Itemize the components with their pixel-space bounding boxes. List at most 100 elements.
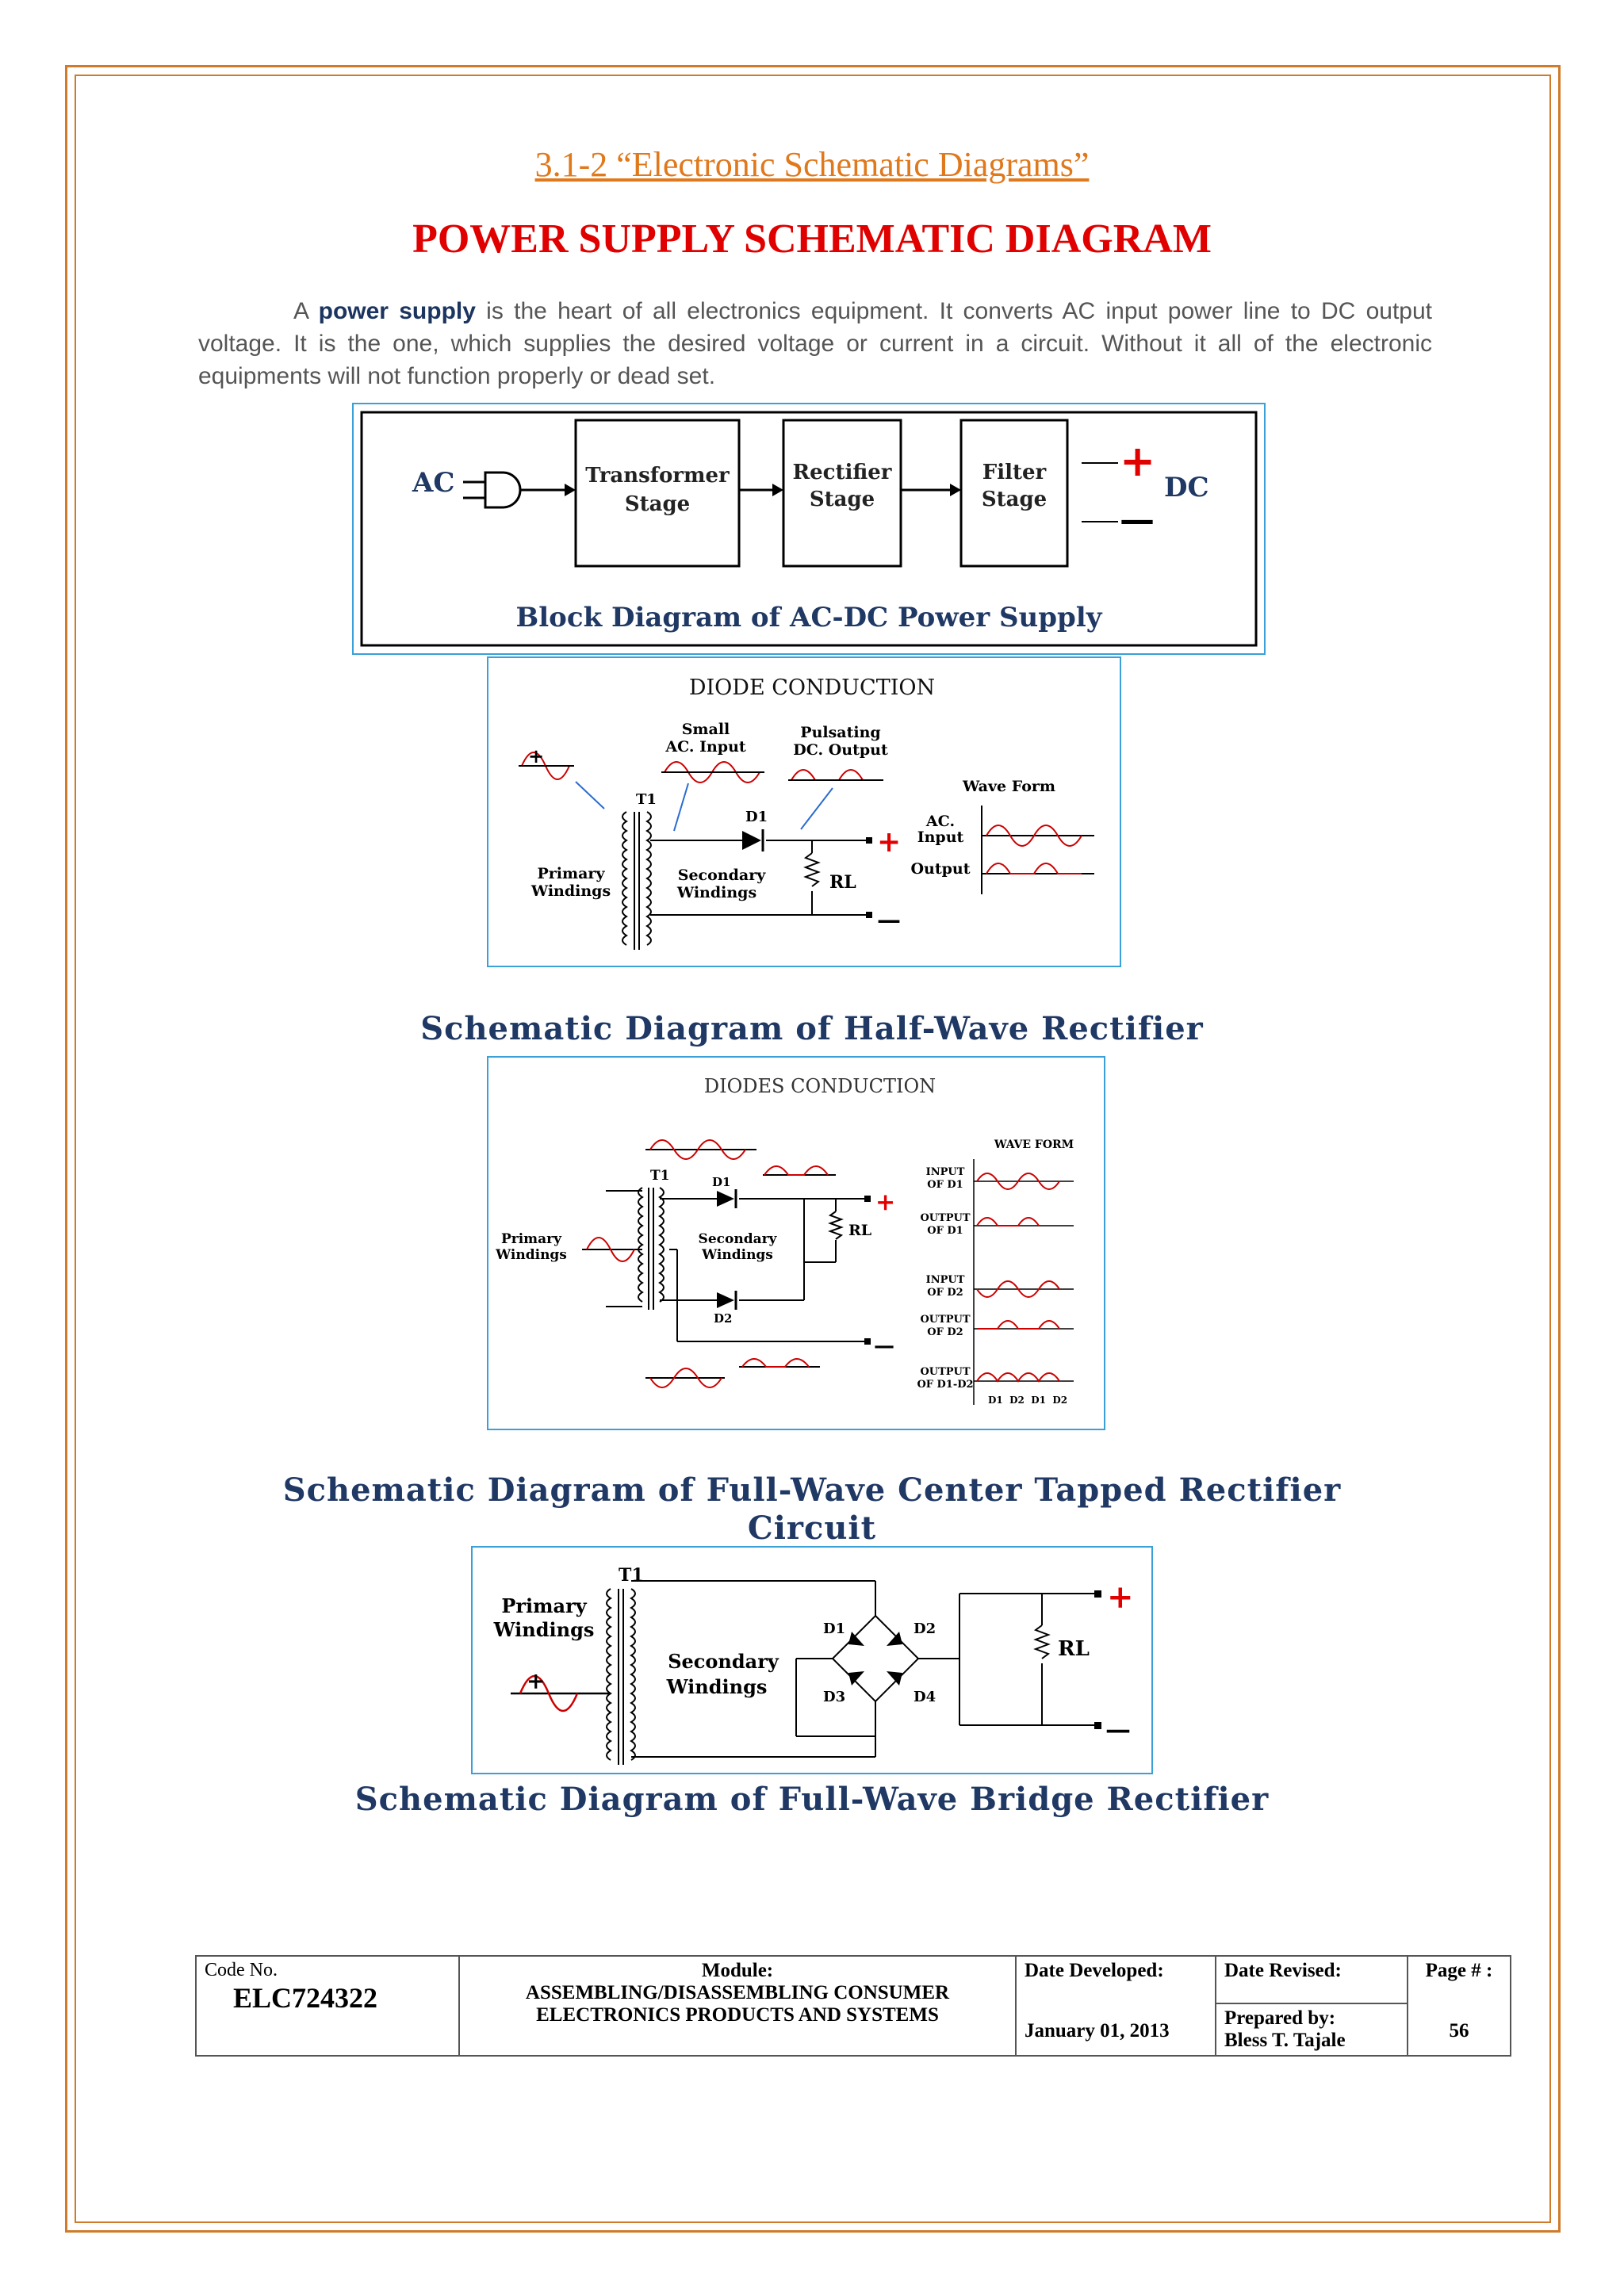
- primary-windings-line1: Primary: [538, 865, 606, 882]
- intro-bold-term: power supply: [318, 298, 476, 324]
- intro-rest: is the heart of all electronics equipmen…: [198, 298, 1432, 389]
- rl-label: RL: [848, 1222, 871, 1239]
- primary-windings-line1: Primary: [501, 1594, 587, 1617]
- transformer-stage-line1: Transformer: [585, 464, 730, 488]
- date-developed-value: January 01, 2013: [1025, 2020, 1170, 2042]
- primary-windings-line2: Windings: [495, 1247, 567, 1263]
- prepared-by-value: Bless T. Tajale: [1224, 2030, 1346, 2051]
- output-of-d1-line2: OF D1: [927, 1225, 963, 1237]
- main-title: POWER SUPPLY SCHEMATIC DIAGRAM: [412, 216, 1212, 262]
- date-developed-label: Date Developed:: [1025, 1960, 1164, 1981]
- d1-label: D1: [745, 809, 768, 825]
- output-of-d1d2-line2: OF D1-D2: [917, 1379, 973, 1391]
- output-wave-icon: [982, 863, 1094, 874]
- filter-stage-line2: Stage: [982, 488, 1047, 511]
- block-diagram: AC Transformer Stage Rectifier Stage Fil…: [352, 403, 1266, 655]
- pulsating-line2: DC. Output: [793, 741, 888, 759]
- page-border-outer: [65, 65, 1561, 2233]
- d1-label: D1: [823, 1621, 845, 1637]
- primary-windings-line1: Primary: [501, 1231, 562, 1247]
- diode-d1-icon: [717, 1189, 737, 1208]
- module-line1: ASSEMBLING/DISASSEMBLING CONSUMER: [525, 1982, 950, 2003]
- small-ac-line1: Small: [682, 721, 730, 738]
- output-wave-label: Output: [910, 860, 970, 878]
- half-wave-circuit: [650, 840, 868, 916]
- output-of-d2-line1: OUTPUT: [920, 1314, 970, 1326]
- input-of-d2-line2: OF D2: [927, 1287, 963, 1299]
- rectifier-stage-line2: Stage: [810, 488, 875, 511]
- input-of-d1-line1: INPUT: [926, 1166, 965, 1178]
- code-label: Code No.: [205, 1960, 278, 1980]
- bridge-diagram: T1 Primary Windings + Secondary Windings: [471, 1546, 1153, 1774]
- primary-windings-line2: Windings: [530, 882, 611, 900]
- waveform-traces: [976, 1173, 1060, 1383]
- input-of-d2-line1: INPUT: [926, 1274, 965, 1286]
- dc-plus: +: [1120, 435, 1155, 486]
- center-tapped-caption-line1: Schematic Diagram of Full-Wave Center Ta…: [282, 1471, 1342, 1509]
- wave-form-title: WAVE FORM: [994, 1138, 1074, 1151]
- page-number: 56: [1449, 2020, 1469, 2042]
- secondary-windings-line1: Secondary: [699, 1231, 778, 1247]
- output-minus: —: [1105, 1714, 1131, 1744]
- rl-label: RL: [829, 872, 856, 893]
- wave-form-title: Wave Form: [962, 778, 1055, 795]
- plug-icon: [463, 471, 522, 509]
- output-of-d1-line1: OUTPUT: [920, 1212, 970, 1224]
- output-minus: —: [874, 1334, 894, 1358]
- dc-label: DC: [1164, 472, 1209, 503]
- d2-output-wave-icon: [739, 1358, 820, 1368]
- ac-input-wave-icon: [982, 825, 1094, 847]
- t1-label: T1: [636, 791, 657, 808]
- diode-d2-icon: [717, 1291, 737, 1310]
- intro-lead: A: [293, 298, 319, 324]
- output-plus: +: [1107, 1578, 1134, 1616]
- date-revised-label: Date Revised:: [1224, 1960, 1342, 1981]
- small-ac-wave-icon: [661, 761, 764, 783]
- bottom-input-wave-icon: [645, 1368, 725, 1388]
- secondary-windings-line2: Windings: [701, 1247, 773, 1263]
- bridge-caption: Schematic Diagram of Full-Wave Bridge Re…: [354, 1781, 1270, 1818]
- diode-d1-icon: [742, 829, 764, 851]
- output-minus: —: [877, 906, 901, 934]
- page-label: Page # :: [1425, 1960, 1493, 1981]
- ac-label: AC: [412, 467, 454, 499]
- t1-label: T1: [619, 1565, 644, 1586]
- section-title: 3.1-2 “Electronic Schematic Diagrams”: [534, 145, 1090, 184]
- module-line2: ELECTRONICS PRODUCTS AND SYSTEMS: [536, 2004, 939, 2026]
- primary-wave-icon: [511, 1675, 611, 1712]
- intro-paragraph: A power supply is the heart of all elect…: [198, 295, 1432, 392]
- page-border-inner: [75, 75, 1551, 2223]
- dc-minus: —: [1120, 499, 1155, 540]
- secondary-windings-line1: Secondary: [678, 867, 766, 884]
- d1-output-wave-icon: [763, 1165, 836, 1176]
- transformer-icon: [622, 811, 652, 950]
- output-plus: +: [875, 1188, 895, 1216]
- prepared-by-label: Prepared by:: [1224, 2007, 1336, 2029]
- bridge-circuit: [631, 1580, 1097, 1758]
- bridge-diode-icons: [848, 1632, 902, 1686]
- d3-label: D3: [823, 1689, 845, 1705]
- secondary-windings-line1: Secondary: [668, 1650, 779, 1673]
- ac-input-line2: Input: [917, 828, 964, 846]
- d2-label: D2: [714, 1311, 732, 1326]
- filter-stage-line1: Filter: [982, 461, 1047, 484]
- diodes-conduction-title: DIODES CONDUCTION: [704, 1075, 936, 1097]
- module-label: Module:: [701, 1960, 774, 1981]
- primary-windings-line2: Windings: [493, 1618, 595, 1641]
- t1-label: T1: [650, 1168, 669, 1184]
- center-tapped-caption-line2: Circuit: [747, 1510, 877, 1547]
- center-tapped-diagram: DIODES CONDUCTION T1 D1: [487, 1056, 1105, 1430]
- output-of-d1d2-line1: OUTPUT: [920, 1366, 970, 1378]
- secondary-windings-line2: Windings: [666, 1675, 768, 1698]
- d4-label: D4: [914, 1689, 936, 1705]
- code-value: ELC724322: [233, 1982, 378, 2014]
- diode-conduction-title: DIODE CONDUCTION: [689, 675, 935, 700]
- ac-input-line1: AC.: [925, 813, 955, 830]
- small-ac-line2: AC. Input: [665, 738, 746, 756]
- output-plus: +: [877, 825, 901, 859]
- pulsating-line1: Pulsating: [800, 724, 880, 741]
- d1-label: D1: [712, 1175, 730, 1189]
- input-of-d1-line2: OF D1: [927, 1179, 963, 1191]
- rectifier-stage-line1: Rectifier: [792, 461, 891, 484]
- secondary-windings-line2: Windings: [676, 884, 756, 901]
